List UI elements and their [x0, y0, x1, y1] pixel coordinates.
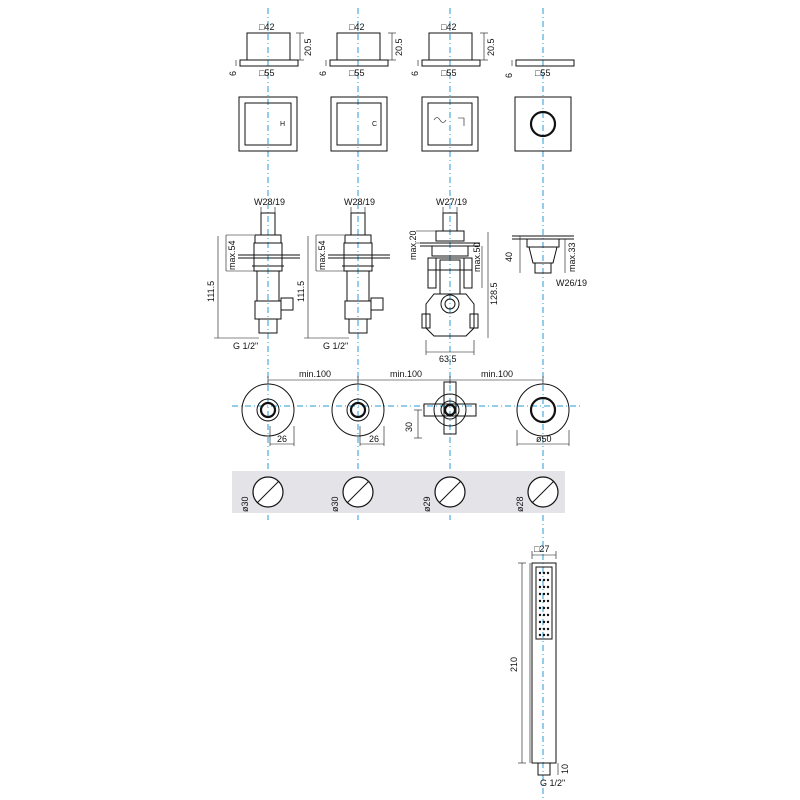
plan-view-1: 26	[241, 383, 295, 446]
valve-side-3: W27/19 max.20 max.50 128.5 63.5	[408, 197, 499, 364]
plan-3-offset: 30	[404, 422, 414, 432]
handle-4-base-dim: □55	[535, 68, 550, 78]
valve-2-inlet: G 1/2"	[323, 341, 348, 351]
handle-3-top-dim: □42	[441, 22, 456, 32]
shower-icon	[433, 117, 447, 123]
plan-1-offset: 26	[277, 434, 287, 444]
handle-1-letter: H	[280, 121, 285, 128]
cutout-3: ø29	[422, 496, 432, 512]
valve-1-thread: W28/19	[254, 197, 285, 207]
wall-cutouts: ø30 ø30 ø29 ø28	[240, 476, 559, 512]
handle-3-base-thick: 6	[410, 71, 420, 76]
handle-2-base-dim: □55	[349, 68, 364, 78]
valve-4-thread: W26/19	[556, 278, 587, 288]
handle-front-1: H	[238, 96, 298, 152]
spacing-3: min.100	[481, 369, 513, 379]
handle-1-top-dim: □42	[259, 22, 274, 32]
handle-profile-4: □55 6	[504, 59, 575, 78]
handle-profile-2: □42 □55 20.5 6	[318, 22, 404, 78]
handle-2-top-dim: □42	[349, 22, 364, 32]
valve-3-width: 63.5	[439, 354, 457, 364]
spacing-2: min.100	[390, 369, 422, 379]
handle-profile-1: □42 □55 20.5 6	[228, 22, 313, 78]
cutout-1: ø30	[240, 496, 250, 512]
handle-1-base-dim: □55	[259, 68, 274, 78]
valve-3-max-top: max.20	[408, 230, 418, 260]
valve-3-max-depth: max.50	[472, 242, 482, 272]
spacing-dimensions: min.100 min.100 min.100	[267, 369, 544, 384]
shower-connection-height: 10	[560, 764, 570, 774]
handle-1-base-thick: 6	[228, 71, 238, 76]
handle-1-height-dim: 20.5	[303, 38, 313, 56]
shower-square: □27	[534, 544, 549, 554]
handle-2-height-dim: 20.5	[394, 38, 404, 56]
valve-2-thread: W28/19	[344, 197, 375, 207]
plan-view-4: ø50	[516, 383, 570, 446]
valve-2-length: 111.5	[296, 281, 306, 302]
handle-profile-3: □42 □55 20.5 6	[410, 22, 496, 78]
handle-front-2: C	[330, 96, 388, 152]
plan-4-diameter: ø50	[536, 434, 552, 444]
valve-side-4: 40 max.33 W26/19	[504, 235, 587, 288]
valve-side-1: W28/19 max.54 111.5 G 1/2"	[206, 197, 300, 351]
cutout-4: ø28	[515, 496, 525, 512]
plan-2-offset: 26	[369, 434, 379, 444]
valve-4-max-depth: max.33	[567, 242, 577, 272]
valve-3-thread: W27/19	[436, 197, 467, 207]
valve-1-length: 111.5	[206, 281, 216, 302]
handle-3-height-dim: 20.5	[486, 38, 496, 56]
handle-front-3	[421, 96, 479, 152]
wall-band	[232, 471, 565, 513]
plan-view-3: 30	[404, 381, 477, 439]
hand-shower: □27 210 10 G 1/2"	[509, 544, 570, 788]
valve-4-height: 40	[504, 252, 514, 262]
handle-2-base-thick: 6	[318, 71, 328, 76]
spray-nozzles	[538, 571, 550, 637]
valve-2-max-depth: max.54	[317, 240, 327, 270]
handle-3-base-dim: □55	[441, 68, 456, 78]
shower-connection: G 1/2"	[540, 778, 565, 788]
spacing-1: min.100	[299, 369, 331, 379]
valve-3-length: 128.5	[489, 282, 499, 305]
valve-1-max-depth: max.54	[227, 240, 237, 270]
plan-view-2: 26	[331, 383, 385, 446]
cutout-2: ø30	[330, 496, 340, 512]
handle-front-4	[514, 96, 572, 152]
valve-side-2: W28/19 max.54 111.5 G 1/2"	[296, 197, 390, 351]
faucet-icon	[458, 117, 465, 126]
handle-2-letter: C	[372, 121, 377, 128]
handle-4-base-thick: 6	[504, 73, 514, 78]
valve-1-inlet: G 1/2"	[233, 341, 258, 351]
shower-length: 210	[509, 657, 519, 672]
center-axes	[232, 8, 580, 800]
